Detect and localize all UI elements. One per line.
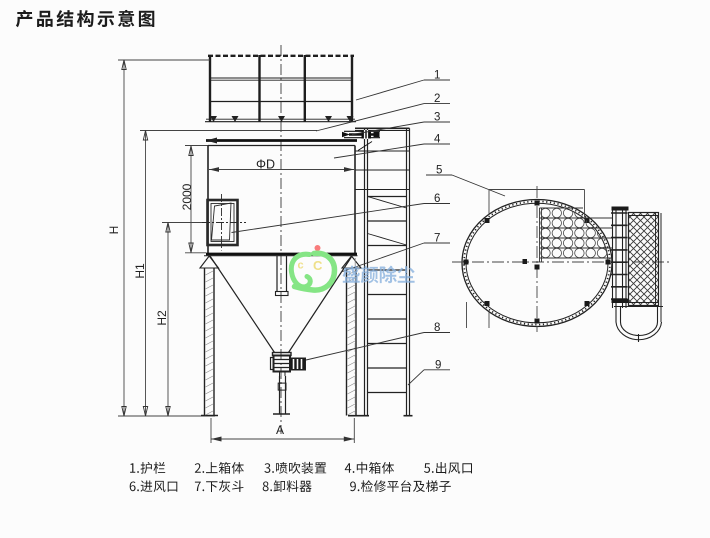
svg-text:5: 5 xyxy=(436,165,442,177)
svg-text:3: 3 xyxy=(434,112,440,124)
svg-text:2: 2 xyxy=(434,93,440,105)
svg-text:9: 9 xyxy=(435,359,441,371)
svg-text:ΦD: ΦD xyxy=(256,158,275,172)
svg-text:H1: H1 xyxy=(133,263,147,279)
svg-text:1: 1 xyxy=(434,70,440,82)
svg-text:c: c xyxy=(298,260,304,272)
svg-text:A: A xyxy=(276,423,284,437)
svg-text:H2: H2 xyxy=(155,310,169,326)
svg-text:8: 8 xyxy=(434,322,440,334)
svg-text:6: 6 xyxy=(434,193,440,205)
svg-text:2000: 2000 xyxy=(180,183,194,210)
svg-text:7: 7 xyxy=(434,233,440,245)
svg-text:C: C xyxy=(313,258,323,273)
svg-text:4: 4 xyxy=(434,134,441,146)
svg-text:H: H xyxy=(107,226,121,235)
